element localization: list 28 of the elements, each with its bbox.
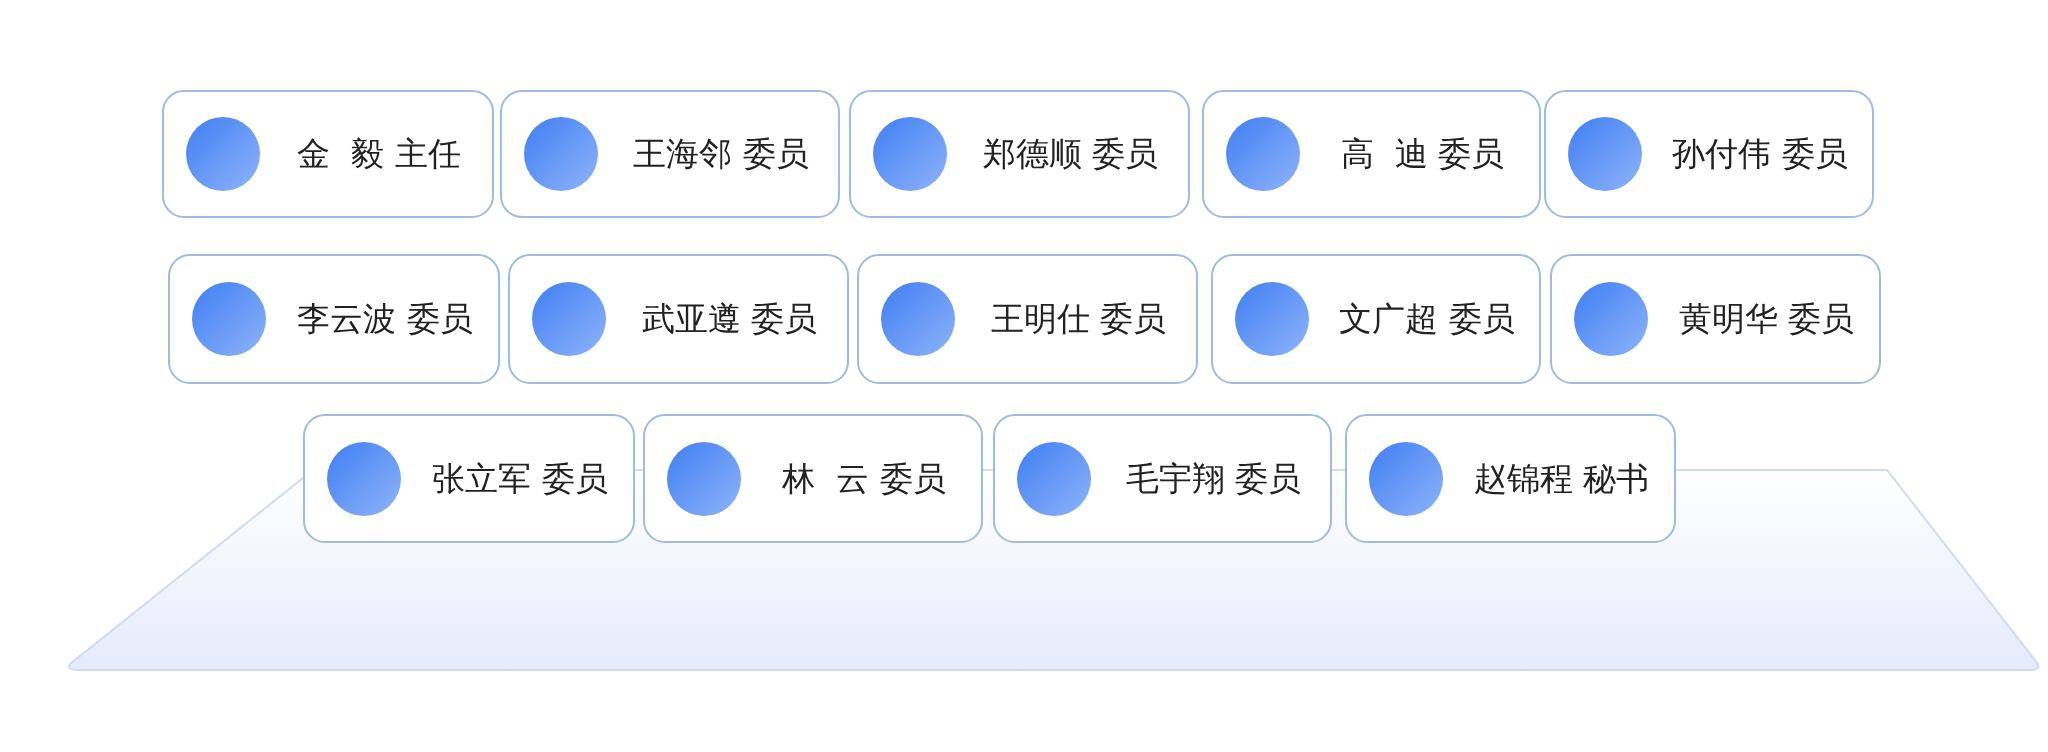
member-card xyxy=(643,414,983,543)
member-name: 郑德顺 委员 xyxy=(981,132,1160,175)
member-card xyxy=(1544,90,1874,218)
member-name: 文广超 委员 xyxy=(1338,297,1516,340)
member-card xyxy=(849,90,1190,218)
member-card xyxy=(500,90,840,218)
member-name: 李云波 委员 xyxy=(296,297,474,340)
member-card xyxy=(857,254,1198,384)
member-card xyxy=(168,254,500,384)
member-name: 毛宇翔 委员 xyxy=(1124,457,1303,499)
member-name: 林 云 委员 xyxy=(781,457,947,499)
member-name: 王明仕 委员 xyxy=(989,297,1168,340)
member-card xyxy=(993,414,1332,543)
member-card xyxy=(162,90,494,218)
member-card xyxy=(303,414,635,543)
member-name: 武亚遵 委员 xyxy=(640,297,819,340)
member-card xyxy=(1345,414,1676,543)
member-name: 赵锦程 秘书 xyxy=(1472,457,1651,499)
member-card xyxy=(508,254,849,384)
member-card xyxy=(1550,254,1881,384)
member-name: 高 迪 委员 xyxy=(1339,132,1506,175)
member-name: 张立军 委员 xyxy=(431,457,609,499)
member-name: 孙付伟 委员 xyxy=(1671,132,1849,175)
member-name: 王海邻 委员 xyxy=(632,132,810,175)
member-name: 金 毅 主任 xyxy=(296,132,462,175)
member-card xyxy=(1202,90,1541,218)
member-name: 黄明华 委员 xyxy=(1677,297,1856,340)
member-card xyxy=(1211,254,1541,384)
